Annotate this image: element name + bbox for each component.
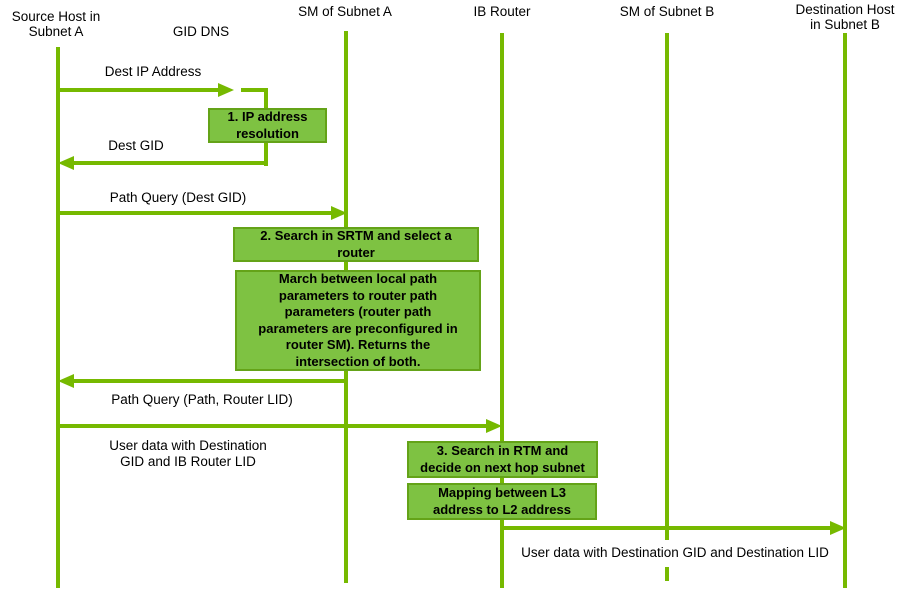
arrow-shaft <box>58 88 224 92</box>
lifeline-destination-host <box>843 33 847 588</box>
lifeline-sm-subnet-b <box>665 33 669 540</box>
arrowhead-right-icon <box>331 206 347 220</box>
arrow-shaft <box>58 424 492 428</box>
message-label-dest-gid: Dest GID <box>108 138 164 153</box>
actor-label-gid-dns: GID DNS <box>172 24 230 39</box>
arrow-shaft <box>502 526 836 530</box>
message-arrow-dest-ip-address <box>58 83 234 97</box>
lifeline-ib-router <box>500 33 504 588</box>
process-box-l3-l2-mapping: Mapping between L3 address to L2 address <box>407 483 597 520</box>
message-label-path-query-path-router-lid: Path Query (Path, Router LID) <box>111 392 293 407</box>
arrowhead-right-icon <box>486 419 502 433</box>
message-label-path-query-dest-gid: Path Query (Dest GID) <box>109 190 247 205</box>
message-arrow-path-query-dest-gid <box>58 206 347 220</box>
actor-label-sm-subnet-b: SM of Subnet B <box>619 4 715 19</box>
actor-label-destination-host: Destination Host in Subnet B <box>795 2 895 32</box>
process-box-march-path-parameters: March between local path parameters to r… <box>235 270 481 371</box>
arrow-shaft <box>68 161 267 165</box>
arrowhead-left-icon <box>58 156 74 170</box>
message-arrow-dest-gid <box>58 156 267 170</box>
process-box-search-rtm: 3. Search in RTM and decide on next hop … <box>407 441 598 478</box>
actor-label-sm-subnet-a: SM of Subnet A <box>298 4 392 19</box>
actor-label-ib-router: IB Router <box>473 4 531 19</box>
lifeline-sm-subnet-b-dash <box>665 567 669 581</box>
lifeline-source-host <box>56 47 60 588</box>
message-label-user-data-to-router: User data with Destination GID and IB Ro… <box>109 438 267 469</box>
message-arrow-path-query-path-router-lid <box>58 374 347 388</box>
gid-dns-activation-top <box>241 88 268 92</box>
arrowhead-right-icon <box>830 521 846 535</box>
message-label-user-data-to-destination: User data with Destination GID and Desti… <box>521 545 829 560</box>
process-box-search-srtm: 2. Search in SRTM and select a router <box>233 227 479 262</box>
arrow-shaft <box>58 211 337 215</box>
actor-label-source-host: Source Host in Subnet A <box>11 9 101 39</box>
arrowhead-left-icon <box>58 374 74 388</box>
message-arrow-user-data-to-router <box>58 419 502 433</box>
message-label-dest-ip-address: Dest IP Address <box>104 64 202 79</box>
message-arrow-user-data-to-destination <box>502 521 846 535</box>
arrowhead-right-icon <box>218 83 234 97</box>
process-box-ip-address-resolution: 1. IP address resolution <box>208 108 327 143</box>
arrow-shaft <box>68 379 347 383</box>
